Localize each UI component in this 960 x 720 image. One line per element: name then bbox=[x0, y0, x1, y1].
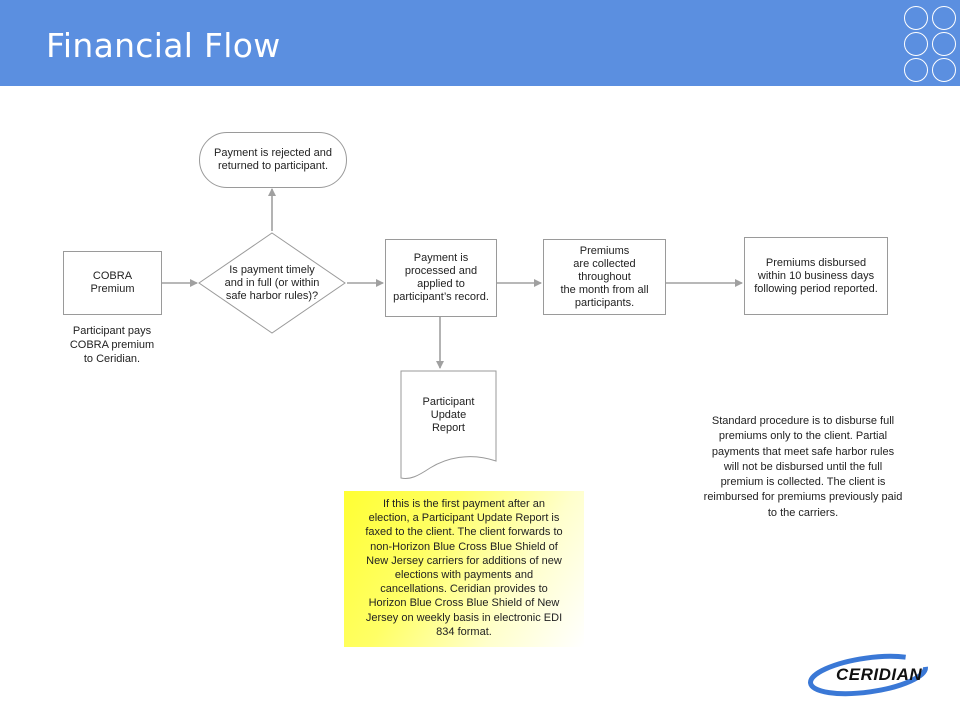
decision-diamond bbox=[198, 232, 346, 334]
decision-label: Is payment timely and in full (or within… bbox=[224, 263, 320, 302]
participant-pays-note: Participant pays COBRA premium to Ceridi… bbox=[69, 325, 155, 365]
standard-procedure-note: Standard procedure is to disburse full p… bbox=[703, 415, 903, 519]
processed-box: Payment is processed and applied to part… bbox=[385, 239, 497, 317]
logo-swoosh-icon bbox=[808, 653, 928, 697]
first-payment-callout: If this is the first payment after an el… bbox=[344, 491, 584, 647]
ceridian-logo: CERIDIAN bbox=[806, 652, 936, 698]
decorative-circles bbox=[902, 4, 960, 84]
cobra-premium-label: COBRA Premium bbox=[90, 270, 135, 295]
decision-label-box: Is payment timely and in full (or within… bbox=[209, 258, 335, 308]
update-report-label-box: Participant Update Report bbox=[401, 393, 496, 437]
rejected-box: Payment is rejected and returned to part… bbox=[199, 132, 347, 188]
header-bar: Financial Flow bbox=[0, 0, 960, 86]
processed-label: Payment is processed and applied to part… bbox=[393, 252, 489, 303]
disbursed-box: Premiums disbursed within 10 business da… bbox=[744, 237, 888, 315]
page-title: Financial Flow bbox=[46, 26, 281, 65]
disbursed-label: Premiums disbursed within 10 business da… bbox=[754, 256, 878, 295]
collected-label: Premiums are collected throughout the mo… bbox=[560, 244, 649, 309]
update-report-document bbox=[400, 370, 497, 479]
update-report-label: Participant Update Report bbox=[422, 395, 475, 434]
cobra-premium-box: COBRA Premium bbox=[63, 251, 162, 315]
rejected-label: Payment is rejected and returned to part… bbox=[213, 147, 332, 172]
collected-box: Premiums are collected throughout the mo… bbox=[543, 239, 666, 315]
logo-text: CERIDIAN bbox=[836, 665, 923, 684]
